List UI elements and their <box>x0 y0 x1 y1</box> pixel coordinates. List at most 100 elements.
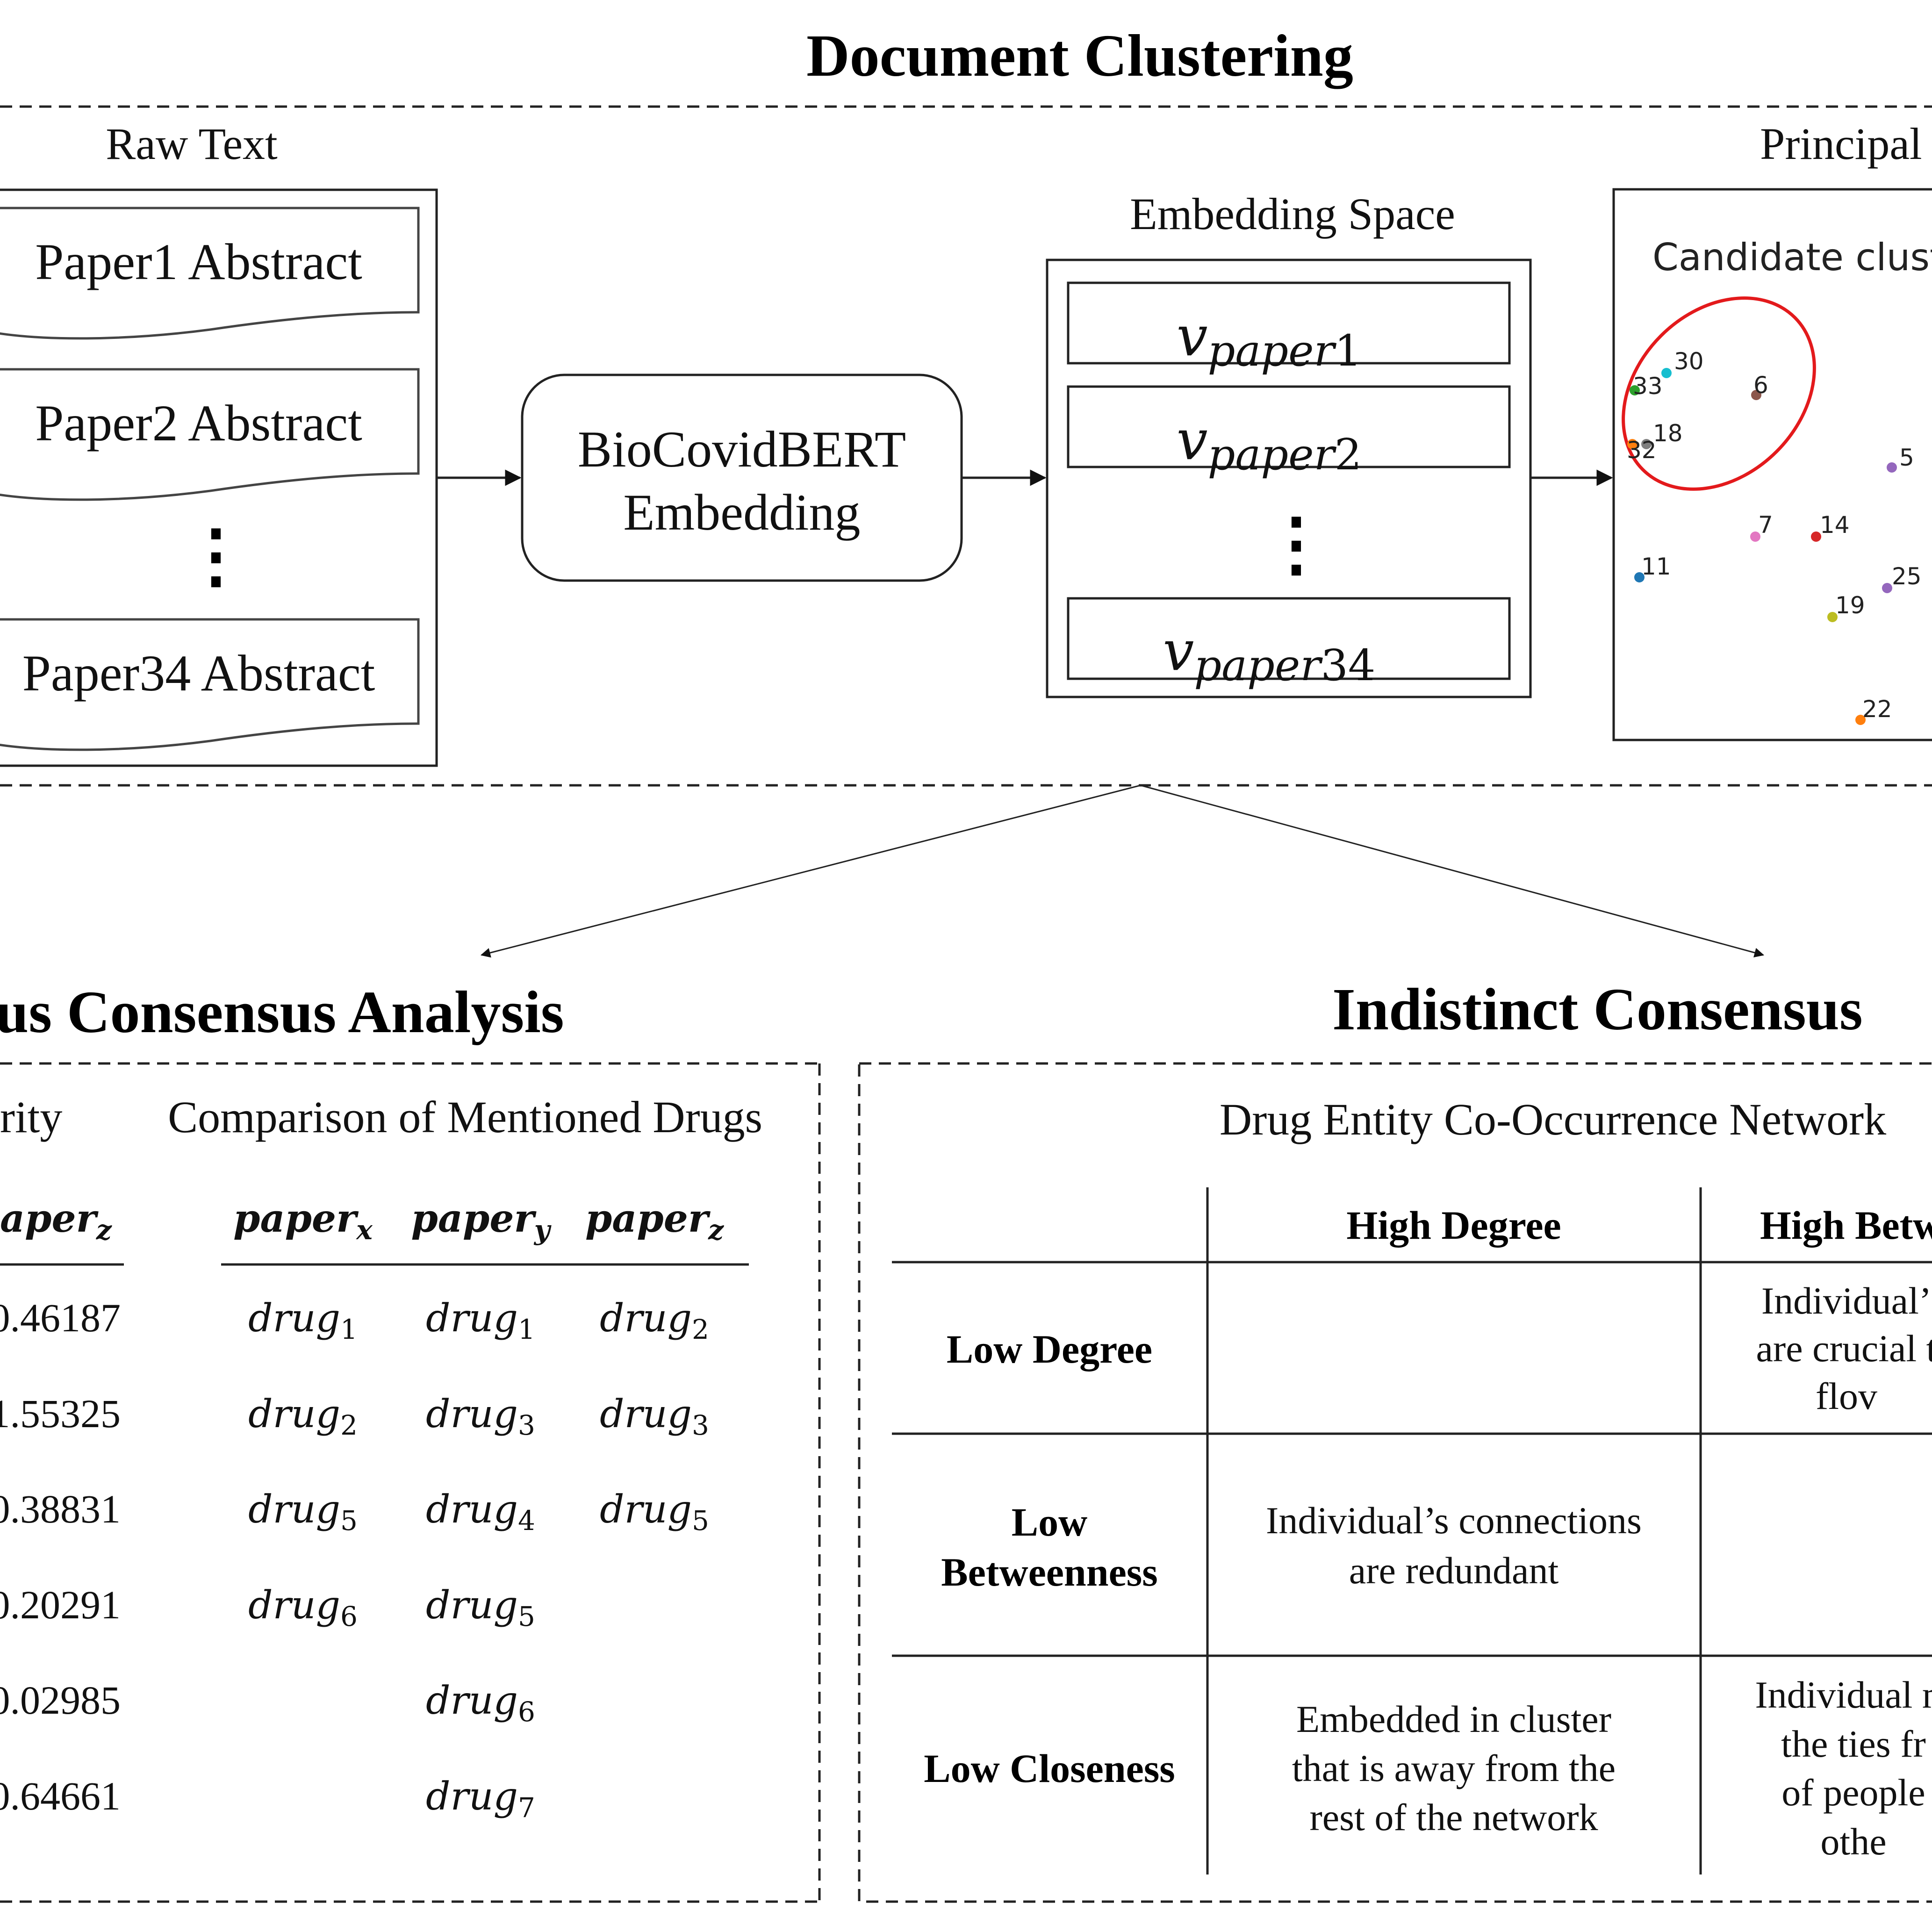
table-cell-r1c2: are crucial t <box>1756 1327 1932 1370</box>
similarity-value: 0.02985 <box>0 1678 121 1723</box>
raw-text-label: Raw Text <box>106 119 278 169</box>
drug-cell: drug2 <box>600 1296 709 1345</box>
model-name: BioCovidBERT <box>578 421 906 478</box>
left-section-title: us Consensus Analysis <box>0 979 564 1045</box>
pca-point-14 <box>1811 531 1821 542</box>
paper-2-label: Paper2 Abstract <box>35 395 362 452</box>
model-sub: Embedding <box>623 484 860 541</box>
drug-header-y: papery <box>411 1196 552 1246</box>
pca-point-5 <box>1887 462 1897 473</box>
pca-point-label-14: 14 <box>1820 511 1850 539</box>
drug-cell: drug5 <box>426 1583 535 1632</box>
pca-point-22 <box>1855 715 1866 725</box>
row-header: Low <box>1012 1500 1087 1544</box>
col-header-high-degree: High Degree <box>1346 1203 1561 1248</box>
drug-cell: drug6 <box>426 1679 535 1728</box>
pca-point-label-25: 25 <box>1892 563 1922 590</box>
pca-point-label-19: 19 <box>1835 592 1865 619</box>
table-cells: Individual’ are crucial t flovIndividual’s… <box>1266 1279 1932 1863</box>
similarity-value: 0.38831 <box>0 1487 121 1531</box>
vector-box-34: vpaper34 <box>1067 597 1511 690</box>
table-cell-r1c2: flov <box>1816 1375 1877 1417</box>
drug-header-x: paperx <box>233 1196 373 1246</box>
pca-point-label-6: 6 <box>1753 372 1768 399</box>
similarity-values: 0.461871.553250.388310.202910.029850.646… <box>0 1295 121 1818</box>
drug-cell: drug6 <box>248 1583 358 1632</box>
drugs-comparison-label: Comparison of Mentioned Drugs <box>168 1092 762 1142</box>
vector-box-1: vpaper1 <box>1067 281 1511 376</box>
row-header: Low Closeness <box>924 1746 1175 1791</box>
similarity-label: rity <box>0 1092 62 1142</box>
vector-1-symbol: v <box>1177 304 1208 368</box>
pca-point-11 <box>1634 572 1645 582</box>
embedding-label: Embedding Space <box>1130 189 1455 239</box>
pca-point-7 <box>1750 531 1760 542</box>
col-header-high-betweenness: High Betw <box>1760 1203 1932 1248</box>
drug-header-z: paperz <box>585 1196 724 1246</box>
similarity-value: 0.20291 <box>0 1582 121 1627</box>
table-cell-r3c1: that is away from the <box>1292 1747 1616 1789</box>
table-cell-r3c1: rest of the network <box>1309 1796 1598 1839</box>
page-title: Document Clustering <box>806 22 1353 89</box>
drug-cell: drug5 <box>600 1487 709 1537</box>
vector-1-num: 1 <box>1335 326 1362 376</box>
pca-point-32 <box>1627 439 1638 449</box>
similarity-header-sub: z <box>96 1214 112 1246</box>
pca-point-25 <box>1882 583 1892 593</box>
pca-point-18 <box>1641 439 1652 449</box>
vector-box-2: vpaper2 <box>1067 385 1511 480</box>
arrow-to-right-section <box>1140 784 1765 958</box>
right-section-title: Indistinct Consensus <box>1332 976 1863 1042</box>
table-cell-r2c1: Individual’s connections <box>1266 1499 1642 1542</box>
pca-point-label-32: 32 <box>1627 437 1657 464</box>
pca-point-19 <box>1827 612 1838 622</box>
similarity-header: aper <box>0 1196 99 1241</box>
pca-point-label-22: 22 <box>1862 696 1892 723</box>
pca-point-6 <box>1751 390 1761 400</box>
svg-text:vpaper2: vpaper2 <box>1177 408 1362 480</box>
embedding-ellipsis: ⋮ <box>1261 506 1331 583</box>
svg-text:aperz: aperz <box>0 1196 112 1246</box>
table-cell-r1c2: Individual’ <box>1761 1279 1932 1322</box>
vector-2-sub: paper <box>1208 430 1337 480</box>
drug-cell: drug1 <box>426 1296 535 1345</box>
left-section-region <box>0 1062 821 1903</box>
pca-point-label-30: 30 <box>1674 348 1704 375</box>
pca-point-label-33: 33 <box>1633 373 1663 400</box>
drug-cell: drug2 <box>248 1392 358 1441</box>
paper-1-label: Paper1 Abstract <box>35 233 362 290</box>
similarity-value: 0.46187 <box>0 1295 121 1340</box>
right-section-region <box>858 1062 1932 1903</box>
arrow-to-left-section <box>480 784 1141 958</box>
vector-2-symbol: v <box>1177 408 1208 472</box>
drug-cell: drug4 <box>426 1487 535 1537</box>
table-cell-r3c2: the ties fr <box>1781 1723 1926 1765</box>
pca-point-label-5: 5 <box>1899 444 1914 471</box>
pca-point-label-18: 18 <box>1653 420 1683 447</box>
paper-card-1: Paper1 Abstract <box>0 207 420 340</box>
drug-cell: drug5 <box>248 1487 358 1537</box>
network-label: Drug Entity Co-Occurrence Network <box>1220 1094 1886 1144</box>
drug-cells: drug1 drug2 drug5 drug6 drug1 drug3 drug4 drug5… <box>248 1296 709 1824</box>
drug-cell: drug1 <box>248 1296 358 1345</box>
pca-point-33 <box>1630 385 1640 395</box>
drug-headers: paperx papery paperz <box>233 1196 724 1246</box>
svg-text:vpaper1: vpaper1 <box>1177 304 1362 376</box>
paper-card-34: Paper34 Abstract <box>0 618 420 751</box>
pca-point-label-11: 11 <box>1641 553 1671 580</box>
biocovidbert-box: BioCovidBERT Embedding <box>521 373 963 582</box>
pca-label: Principal <box>1760 119 1922 169</box>
row-header: Low Degree <box>947 1327 1152 1372</box>
document-clustering-region <box>0 105 1932 787</box>
drug-cell: drug3 <box>600 1392 709 1441</box>
table-cell-r3c2: othe <box>1820 1820 1886 1863</box>
pca-point-label-7: 7 <box>1758 511 1773 539</box>
pca-point-30 <box>1661 368 1672 378</box>
drug-cell: drug7 <box>426 1774 535 1824</box>
table-cell-r2c1: are redundant <box>1349 1549 1559 1592</box>
vector-34-sub: paper <box>1194 640 1323 690</box>
raw-text-ellipsis: ⋮ <box>181 517 251 595</box>
